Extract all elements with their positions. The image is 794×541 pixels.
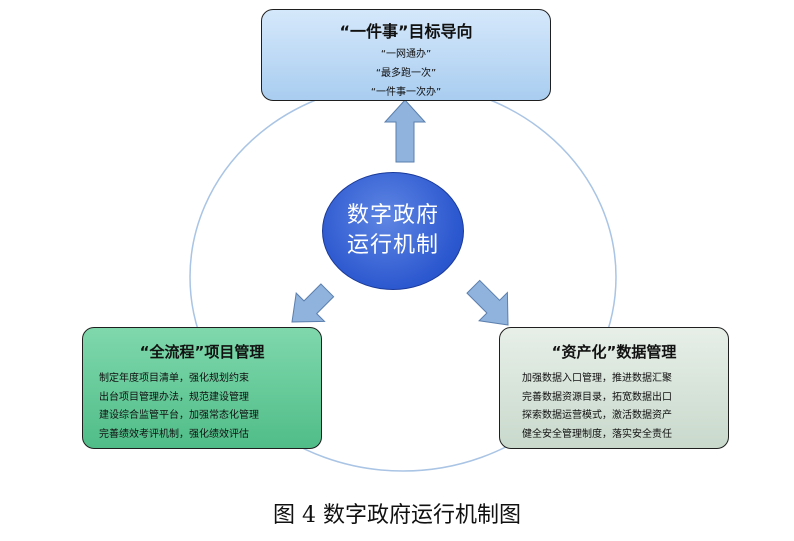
figure-caption: 图 4 数字政府运行机制图 bbox=[273, 503, 521, 528]
center-label-line1: 数字政府 bbox=[346, 203, 439, 228]
arrow-up bbox=[383, 99, 427, 163]
data-management-title: “资产化”数据管理 bbox=[551, 343, 677, 361]
center-label-line2: 运行机制 bbox=[346, 233, 439, 258]
goal-item: “一件事一次办” bbox=[370, 87, 442, 98]
goal-box-title: “一件事”目标导向 bbox=[339, 22, 473, 41]
data-management-item: 加强数据入口管理，推进数据汇聚 bbox=[522, 373, 672, 384]
arrow-down-right bbox=[466, 279, 509, 326]
project-management-item: 完善绩效考评机制，强化绩效评估 bbox=[99, 428, 249, 440]
data-management-item: 完善数据资源目录，拓宽数据出口 bbox=[522, 391, 672, 403]
project-management-item: 建设综合监管平台，加强常态化管理 bbox=[99, 410, 259, 421]
goal-box: “一件事”目标导向 “一网通办” “最多跑一次” “一件事一次办” bbox=[261, 9, 551, 101]
project-management-box: “全流程”项目管理 制定年度项目清单，强化规划约束 出台项目管理办法，规范建设管… bbox=[82, 327, 322, 449]
arrow-down-left bbox=[291, 283, 335, 323]
data-management-item: 探索数据运营模式，激活数据资产 bbox=[522, 410, 672, 421]
data-management-item: 健全安全管理制度，落实安全责任 bbox=[522, 428, 672, 440]
center-circle: 数字政府 运行机制 bbox=[322, 172, 464, 290]
goal-item: “最多跑一次” bbox=[375, 68, 437, 79]
project-management-title: “全流程”项目管理 bbox=[139, 343, 265, 361]
project-management-item: 制定年度项目清单，强化规划约束 bbox=[99, 373, 249, 384]
data-management-box: “资产化”数据管理 加强数据入口管理，推进数据汇聚 完善数据资源目录，拓宽数据出… bbox=[499, 327, 729, 449]
project-management-item: 出台项目管理办法，规范建设管理 bbox=[99, 391, 249, 403]
goal-item: “一网通办” bbox=[380, 49, 432, 60]
